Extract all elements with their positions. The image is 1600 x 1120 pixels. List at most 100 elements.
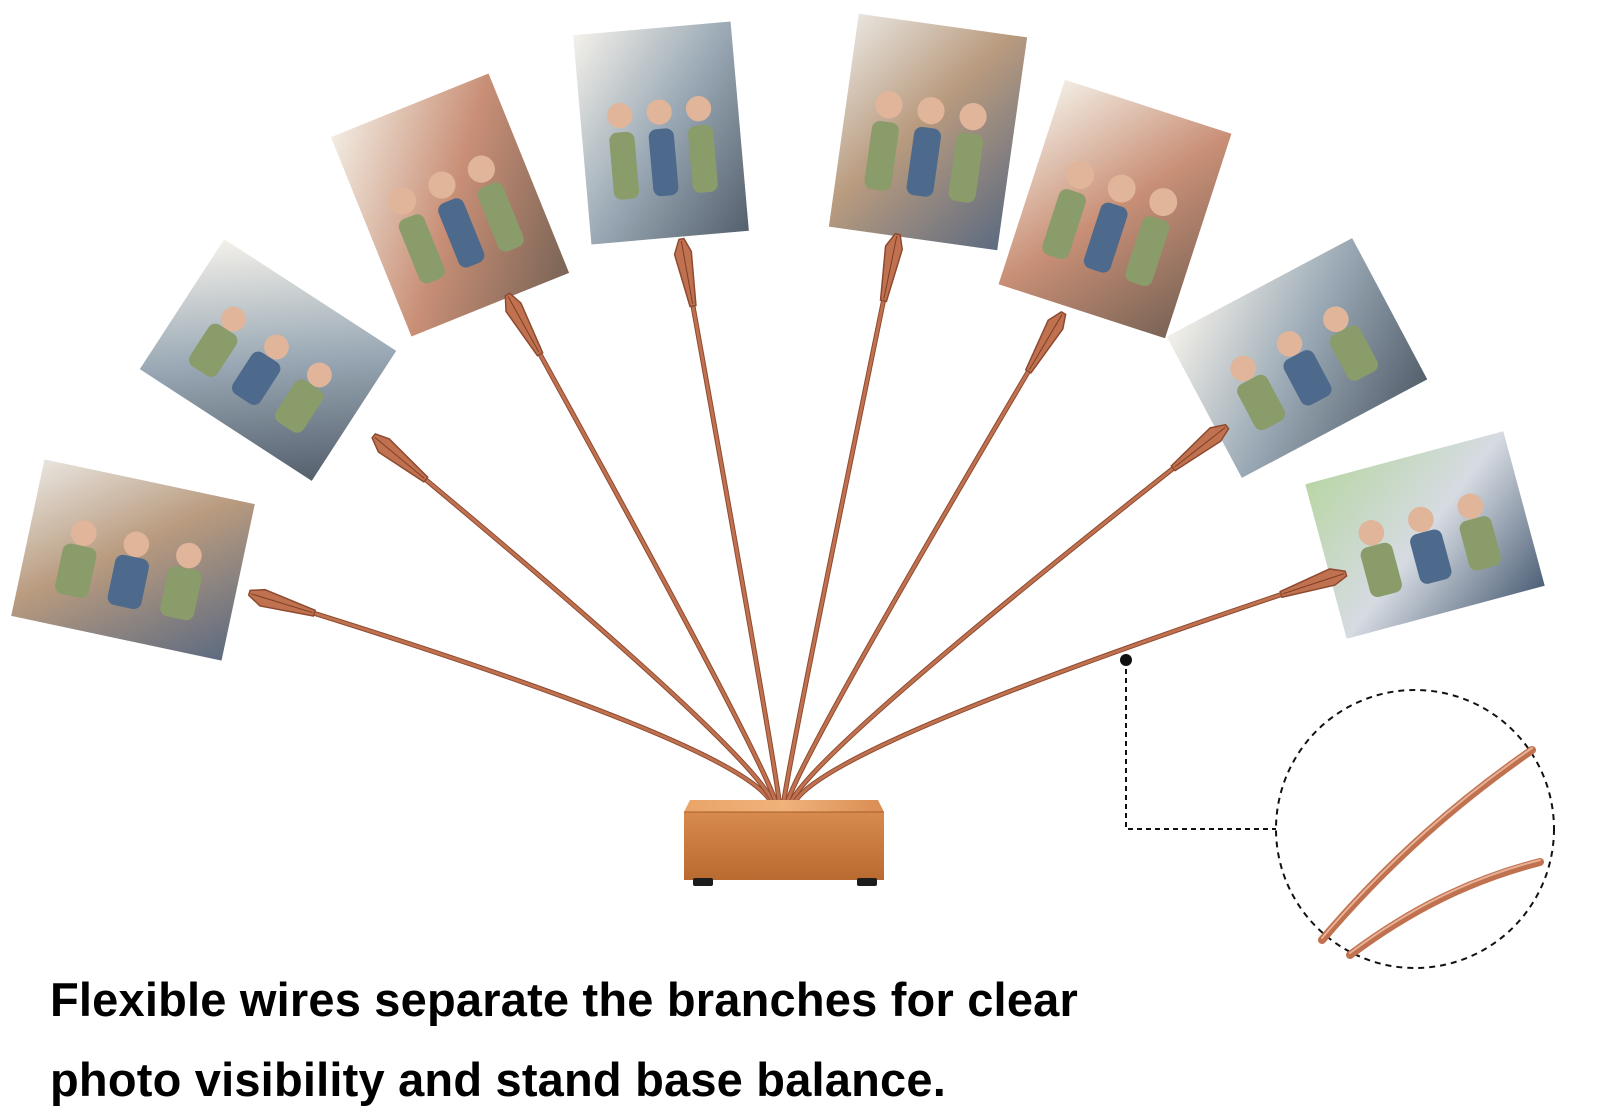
clip-jaw — [673, 237, 697, 308]
person-body — [948, 132, 984, 203]
person-head — [221, 306, 246, 332]
zoom-callout — [1120, 654, 1555, 969]
person-head — [467, 155, 495, 183]
alligator-clip-icon — [673, 237, 697, 308]
person-body — [1237, 374, 1286, 431]
photo-icon — [1305, 431, 1545, 639]
stand-foot-left — [693, 878, 713, 886]
person-body — [1042, 189, 1086, 260]
person-body — [107, 554, 150, 610]
stand-base — [684, 800, 884, 886]
person-head — [1066, 161, 1095, 190]
zoomed-wire-1-highlight — [1321, 747, 1533, 939]
caption-line-2: photo visibility and stand base balance. — [50, 1053, 946, 1106]
caption-line-1: Flexible wires separate the branches for… — [50, 973, 1078, 1026]
alligator-clip-icon — [1170, 423, 1230, 472]
wire-group — [252, 237, 1343, 803]
person-head — [1408, 506, 1434, 533]
person-body — [274, 379, 324, 433]
photo-group — [11, 13, 1545, 661]
photo-icon — [998, 79, 1232, 339]
person-body — [477, 182, 524, 252]
wire-branch-highlight — [782, 238, 898, 802]
person-body — [906, 126, 942, 197]
person-body — [1125, 216, 1170, 287]
clip-seam — [507, 296, 540, 353]
clip-seam — [1174, 427, 1226, 468]
photo-icon — [11, 459, 255, 661]
person-head — [1230, 355, 1256, 382]
person-head — [1107, 174, 1136, 203]
wire-branch — [793, 572, 1343, 803]
person-head — [264, 334, 289, 360]
person-head — [917, 97, 945, 125]
alligator-clip-icon — [1024, 310, 1067, 374]
wire-branch — [789, 427, 1225, 803]
photo-icon — [1166, 238, 1428, 478]
clip-jaw — [1279, 568, 1348, 599]
clip-jaw — [879, 232, 903, 303]
alligator-clip-icon — [371, 432, 429, 483]
person-body — [55, 543, 97, 598]
zoomed-wire-2-highlight — [1349, 859, 1541, 954]
wire-branch — [375, 437, 775, 803]
person-body — [189, 323, 238, 377]
photo-icon — [573, 21, 749, 245]
caption-text: Flexible wires separate the branches for… — [50, 960, 1250, 1120]
photo-icon — [828, 13, 1028, 251]
clip-seam — [1282, 573, 1344, 595]
person-body — [688, 124, 718, 193]
clip-seam — [251, 593, 313, 614]
person-body — [398, 214, 445, 284]
wire-branch-highlight — [508, 298, 777, 802]
person-body — [1410, 529, 1452, 584]
wire-branch — [252, 592, 773, 803]
photo-icon — [330, 73, 570, 337]
clip-seam — [883, 235, 898, 299]
alligator-clip-icon — [879, 232, 903, 303]
stand-base-front — [684, 812, 884, 880]
person-body — [609, 131, 640, 200]
zoomed-wire-2 — [1346, 858, 1544, 959]
clip-jaw — [1024, 310, 1067, 374]
person-head — [70, 520, 97, 546]
alligator-clip-icon — [504, 292, 544, 357]
person-head — [1149, 188, 1178, 217]
person-head — [307, 362, 332, 388]
person-body — [1459, 516, 1501, 571]
person-body — [648, 128, 679, 197]
person-head — [176, 542, 202, 569]
person-head — [388, 187, 417, 215]
person-body — [1329, 325, 1378, 381]
person-head — [428, 171, 456, 199]
person-head — [1457, 493, 1484, 520]
person-head — [646, 99, 672, 125]
person-head — [607, 102, 633, 129]
person-body — [231, 351, 281, 405]
clip-group — [247, 232, 1348, 617]
wire-branch-highlight — [680, 243, 781, 802]
person-body — [864, 120, 899, 191]
person-head — [123, 531, 150, 558]
person-head — [1276, 331, 1303, 357]
person-body — [1283, 350, 1332, 406]
alligator-clip-icon — [247, 588, 317, 617]
photo-icon — [139, 239, 397, 481]
person-head — [685, 95, 712, 122]
stand-base-top — [684, 800, 884, 812]
wire-branch-highlight — [790, 428, 1224, 802]
person-head — [875, 91, 903, 119]
stand-foot-right — [857, 878, 877, 886]
callout-leader-line — [1125, 660, 1276, 830]
person-body — [1360, 542, 1402, 598]
person-head — [959, 103, 987, 131]
person-body — [438, 198, 485, 268]
magnify-circle-icon — [1275, 689, 1555, 969]
clip-seam — [1028, 314, 1063, 370]
person-body — [160, 565, 202, 621]
clip-seam — [374, 437, 425, 479]
zoomed-wire-1 — [1318, 746, 1536, 944]
wire-branch-highlight — [794, 573, 1342, 802]
person-head — [1358, 520, 1385, 546]
